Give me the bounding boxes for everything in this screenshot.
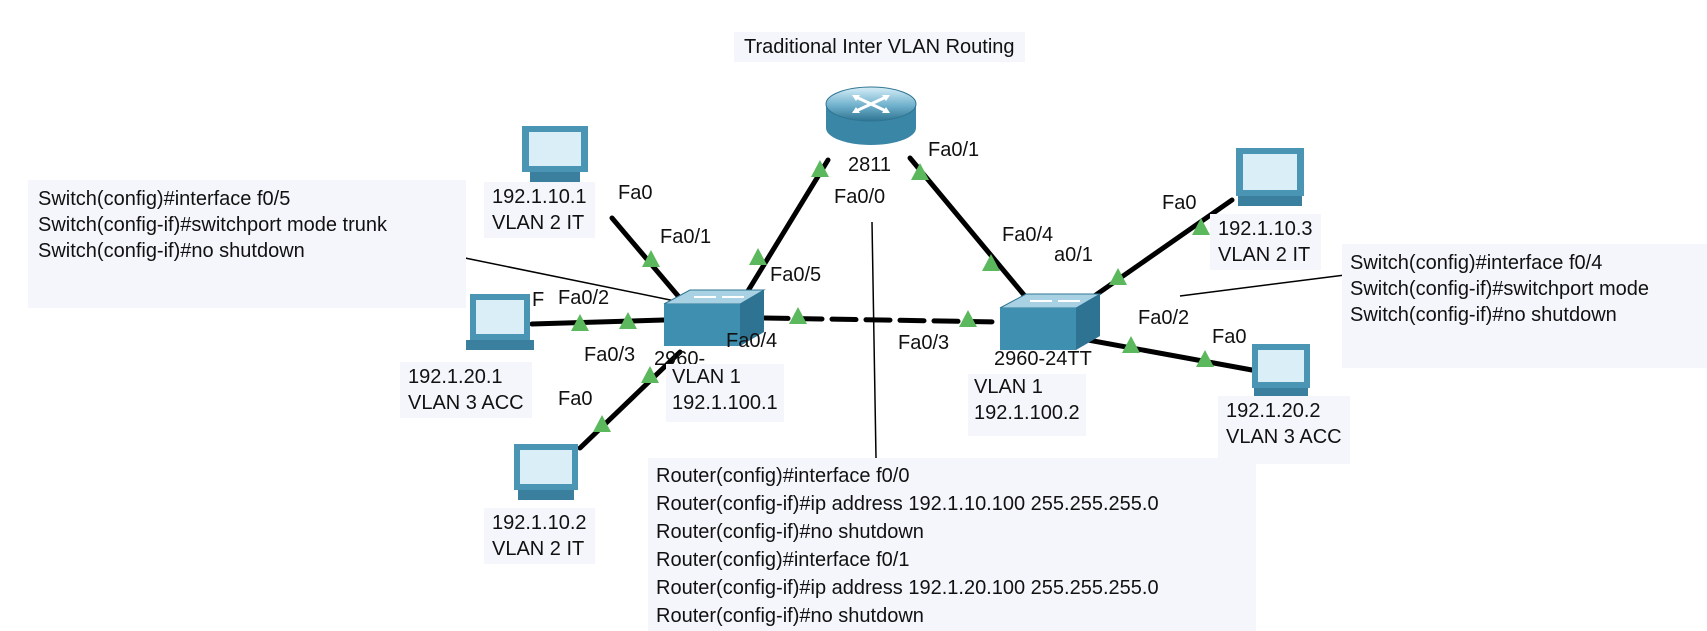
config-line: Router(config-if)#no shutdown <box>656 605 924 627</box>
link-pc2-switch-left <box>529 317 667 327</box>
link-up-icon <box>911 163 929 180</box>
switch-right-note-leader <box>1179 274 1346 297</box>
config-line: Router(config)#interface f0/0 <box>656 465 910 487</box>
link-up-icon <box>1196 350 1214 367</box>
link-up-icon <box>642 250 660 267</box>
router-icon[interactable] <box>825 86 917 145</box>
pc-port-label: Fa0 <box>1212 326 1247 348</box>
pc-port-label: Fa0 <box>618 182 653 204</box>
config-line: Switch(config-if)#switchport mode trunk <box>38 214 388 236</box>
switch-vlan: VLAN 1 <box>672 366 741 388</box>
pc-icon[interactable] <box>1236 148 1304 206</box>
pc-vlan: VLAN 2 IT <box>492 212 585 234</box>
switch-vlan: VLAN 1 <box>974 376 1043 398</box>
pc-vlan: VLAN 3 ACC <box>1226 426 1342 448</box>
pc-ip: 192.1.20.1 <box>408 366 503 388</box>
config-line: Router(config-if)#ip address 192.1.10.10… <box>656 493 1159 515</box>
switch-port-label: Fa0/5 <box>770 264 822 286</box>
pc-info: 192.1.10.3 VLAN 2 IT <box>1210 214 1321 270</box>
link-up-icon <box>789 307 807 324</box>
pc-icon[interactable] <box>1252 344 1310 398</box>
link-up-icon <box>982 254 1000 271</box>
link-status-markers <box>571 160 1214 432</box>
switch-ip: 192.1.100.2 <box>974 402 1080 424</box>
link-up-icon <box>1109 268 1127 285</box>
switch-port-label: Fa0/2 <box>558 287 610 309</box>
switch-port-label: Fa0/3 <box>898 332 950 354</box>
link-up-icon <box>619 312 637 329</box>
switch-port-label: Fa0/3 <box>584 344 636 366</box>
pc-vlan: VLAN 2 IT <box>1218 244 1311 266</box>
switch-left-icon[interactable] <box>663 289 766 346</box>
link-up-icon <box>959 310 977 327</box>
switch-port-label: Fa0/1 <box>660 226 712 248</box>
router-config-note: Router(config)#interface f0/0 Router(con… <box>648 458 1256 631</box>
pc-port-label: Fa0 <box>1162 192 1197 214</box>
pc-icon[interactable] <box>514 444 578 500</box>
link-up-icon <box>1122 336 1140 353</box>
switch-left-config-note: Switch(config)#interface f0/5 Switch(con… <box>28 180 466 308</box>
config-line: Router(config-if)#ip address 192.1.20.10… <box>656 577 1159 599</box>
link-router-switch-right <box>907 155 1037 310</box>
pc-ip: 192.1.10.2 <box>492 512 587 534</box>
pc-ip: 192.1.10.1 <box>492 186 587 208</box>
switch-left-info: VLAN 1 192.1.100.1 <box>666 364 784 422</box>
pc-port-label: F <box>532 289 545 311</box>
link-up-icon <box>749 248 767 265</box>
link-up-icon <box>641 366 659 383</box>
config-line: Switch(config)#interface f0/5 <box>38 188 291 210</box>
switch-ip: 192.1.100.1 <box>672 392 778 414</box>
config-line: Switch(config-if)#switchport mode <box>1350 278 1649 300</box>
switch-right-config-note: Switch(config)#interface f0/4 Switch(con… <box>1342 244 1707 368</box>
config-line: Router(config-if)#no shutdown <box>656 521 924 543</box>
router-model-label: 2811 <box>848 154 892 176</box>
router-port-label: Fa0/1 <box>928 139 980 161</box>
switch-port-label: Fa0/2 <box>1138 307 1190 329</box>
pc-vlan: VLAN 2 IT <box>492 538 585 560</box>
pc-info: 192.1.20.1 VLAN 3 ACC <box>400 362 532 418</box>
config-line: Router(config)#interface f0/1 <box>656 549 910 571</box>
switch-left-note-leader <box>464 257 681 303</box>
config-line: Switch(config-if)#no shutdown <box>1350 304 1617 326</box>
link-up-icon <box>571 314 589 331</box>
pc-vlan: VLAN 3 ACC <box>408 392 524 414</box>
switch-right-info: VLAN 1 192.1.100.2 <box>968 374 1086 436</box>
router-note-leader <box>871 221 877 459</box>
switch-model-label: 2960-24TT <box>994 348 1092 370</box>
link-router-switch-left <box>737 157 831 307</box>
pc-port-label: Fa0 <box>558 388 593 410</box>
config-line: Switch(config)#interface f0/4 <box>1350 252 1603 274</box>
link-up-icon <box>1192 218 1210 235</box>
link-up-icon <box>593 415 611 432</box>
link-up-icon <box>811 160 829 177</box>
switch-port-label: a0/1 <box>1054 244 1093 266</box>
diagram-title: Traditional Inter VLAN Routing <box>734 32 1025 62</box>
pc-ip: 192.1.10.3 <box>1218 218 1313 240</box>
switch-port-label: Fa0/4 <box>1002 224 1054 246</box>
pc-info: 192.1.10.1 VLAN 2 IT <box>484 182 595 238</box>
pc-icon[interactable] <box>466 294 534 350</box>
pc-info: 192.1.10.2 VLAN 2 IT <box>484 508 595 564</box>
switch-port-label: Fa0/4 <box>726 330 778 352</box>
router-port-label: Fa0/0 <box>834 186 886 208</box>
pc-icon[interactable] <box>522 126 588 182</box>
link-pc4-switch-right <box>1077 197 1235 309</box>
switch-right-icon[interactable] <box>999 293 1102 350</box>
pc-ip: 192.1.20.2 <box>1226 400 1321 422</box>
config-line: Switch(config-if)#no shutdown <box>38 240 305 262</box>
link-pc5-switch-right <box>1085 337 1255 373</box>
pc-info: 192.1.20.2 VLAN 3 ACC <box>1218 396 1350 464</box>
